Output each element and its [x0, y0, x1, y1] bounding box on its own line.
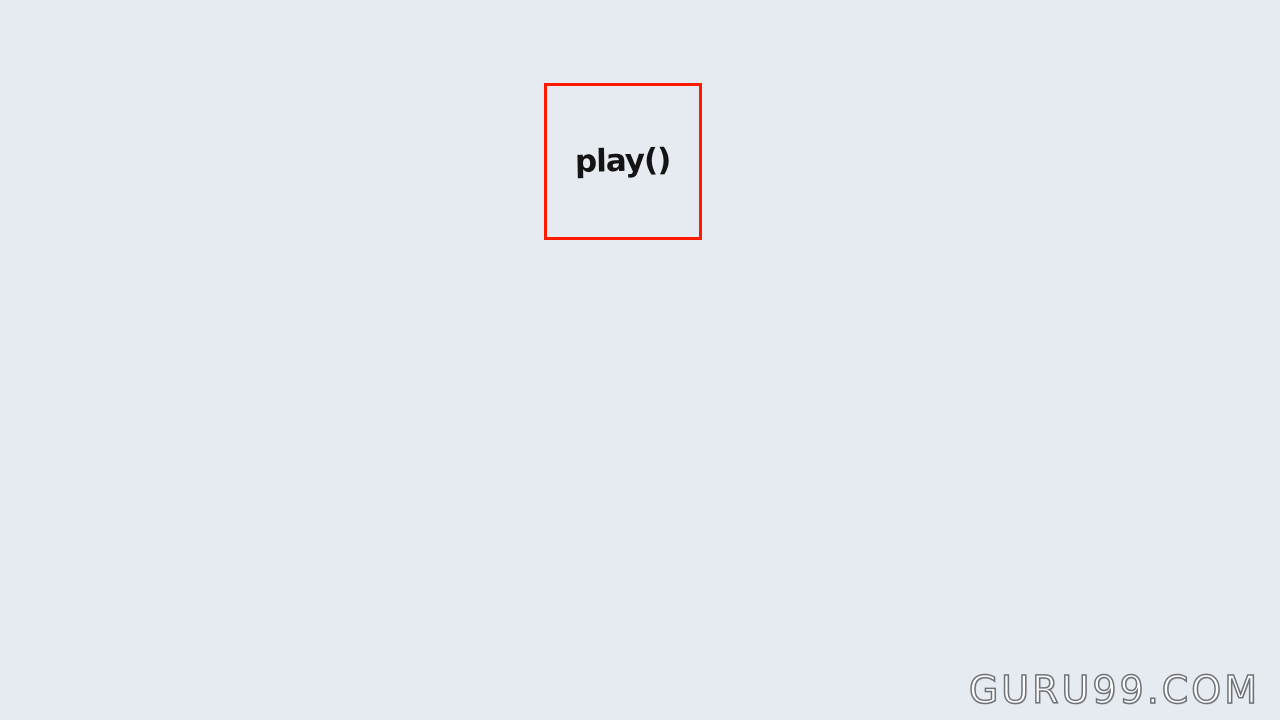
method-label: play(): [575, 142, 671, 180]
watermark-logo: GURU99.COM: [968, 667, 1260, 713]
method-box: play(): [544, 83, 702, 240]
